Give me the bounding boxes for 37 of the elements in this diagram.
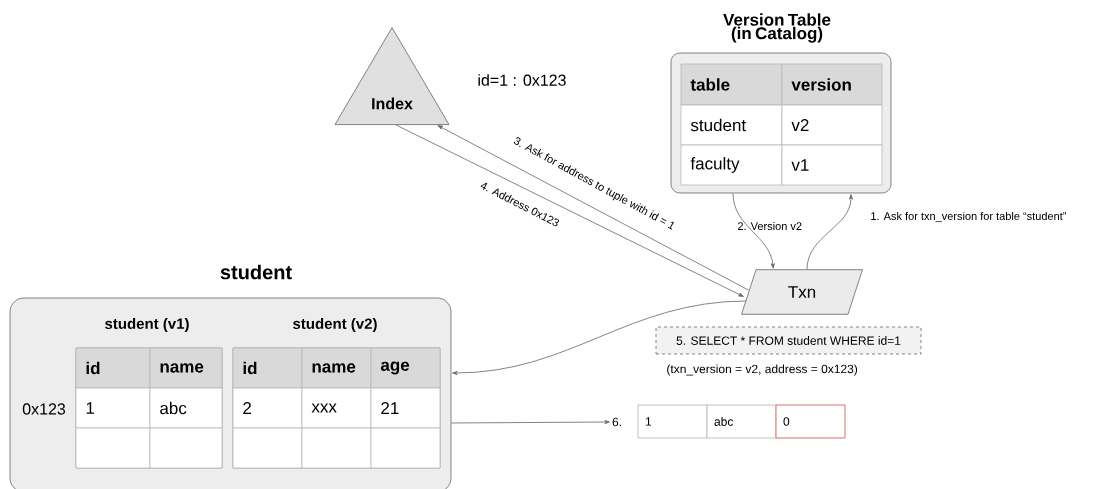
edge-label: 1. Ask for txn_version for table “student”: [871, 211, 1067, 223]
table-cell: 1: [75, 387, 151, 429]
table-cell: v2: [781, 104, 883, 146]
tuple-cell: abc: [706, 404, 777, 439]
table-cell: faculty: [680, 144, 783, 186]
table-cell: version: [781, 63, 883, 106]
table-cell: id: [75, 347, 151, 389]
table-cell: age: [370, 347, 441, 389]
txn-parallelogram: Txn: [741, 269, 863, 315]
arrow: [806, 194, 853, 270]
table-heading: student (v2): [293, 318, 377, 332]
step-number: 6.: [612, 417, 621, 427]
table-cell: v1: [781, 144, 883, 186]
panel-heading: student: [220, 264, 292, 280]
table-cell: xxx: [301, 387, 372, 429]
table-cell: table: [680, 63, 783, 106]
index-triangle: Index: [334, 27, 450, 125]
arrow: [451, 420, 610, 425]
query-box: 5. SELECT * FROM student WHERE id=1: [655, 326, 922, 355]
tuple-cell: 0: [775, 404, 846, 439]
tuple-cell: 1: [637, 404, 708, 439]
table-cell: 2: [232, 387, 303, 429]
table-cell: abc: [149, 387, 223, 429]
query-note: (txn_version = v2, address = 0x123): [667, 364, 858, 376]
table-cell: id: [232, 347, 303, 389]
arrow: [395, 124, 744, 297]
table-cell: name: [149, 347, 223, 389]
table-cell: name: [301, 347, 372, 389]
arrow: [452, 300, 747, 375]
arrow: [732, 193, 775, 269]
table-cell: 21: [370, 387, 441, 429]
index-entry: id=1 : 0x123: [478, 74, 566, 86]
edge-label: 2. Version v2: [737, 221, 802, 231]
panel-heading: Version Table (in Catalog): [723, 13, 831, 43]
arrow: [437, 125, 749, 291]
table-heading: student (v1): [105, 318, 189, 332]
table-cell: student: [680, 104, 783, 146]
